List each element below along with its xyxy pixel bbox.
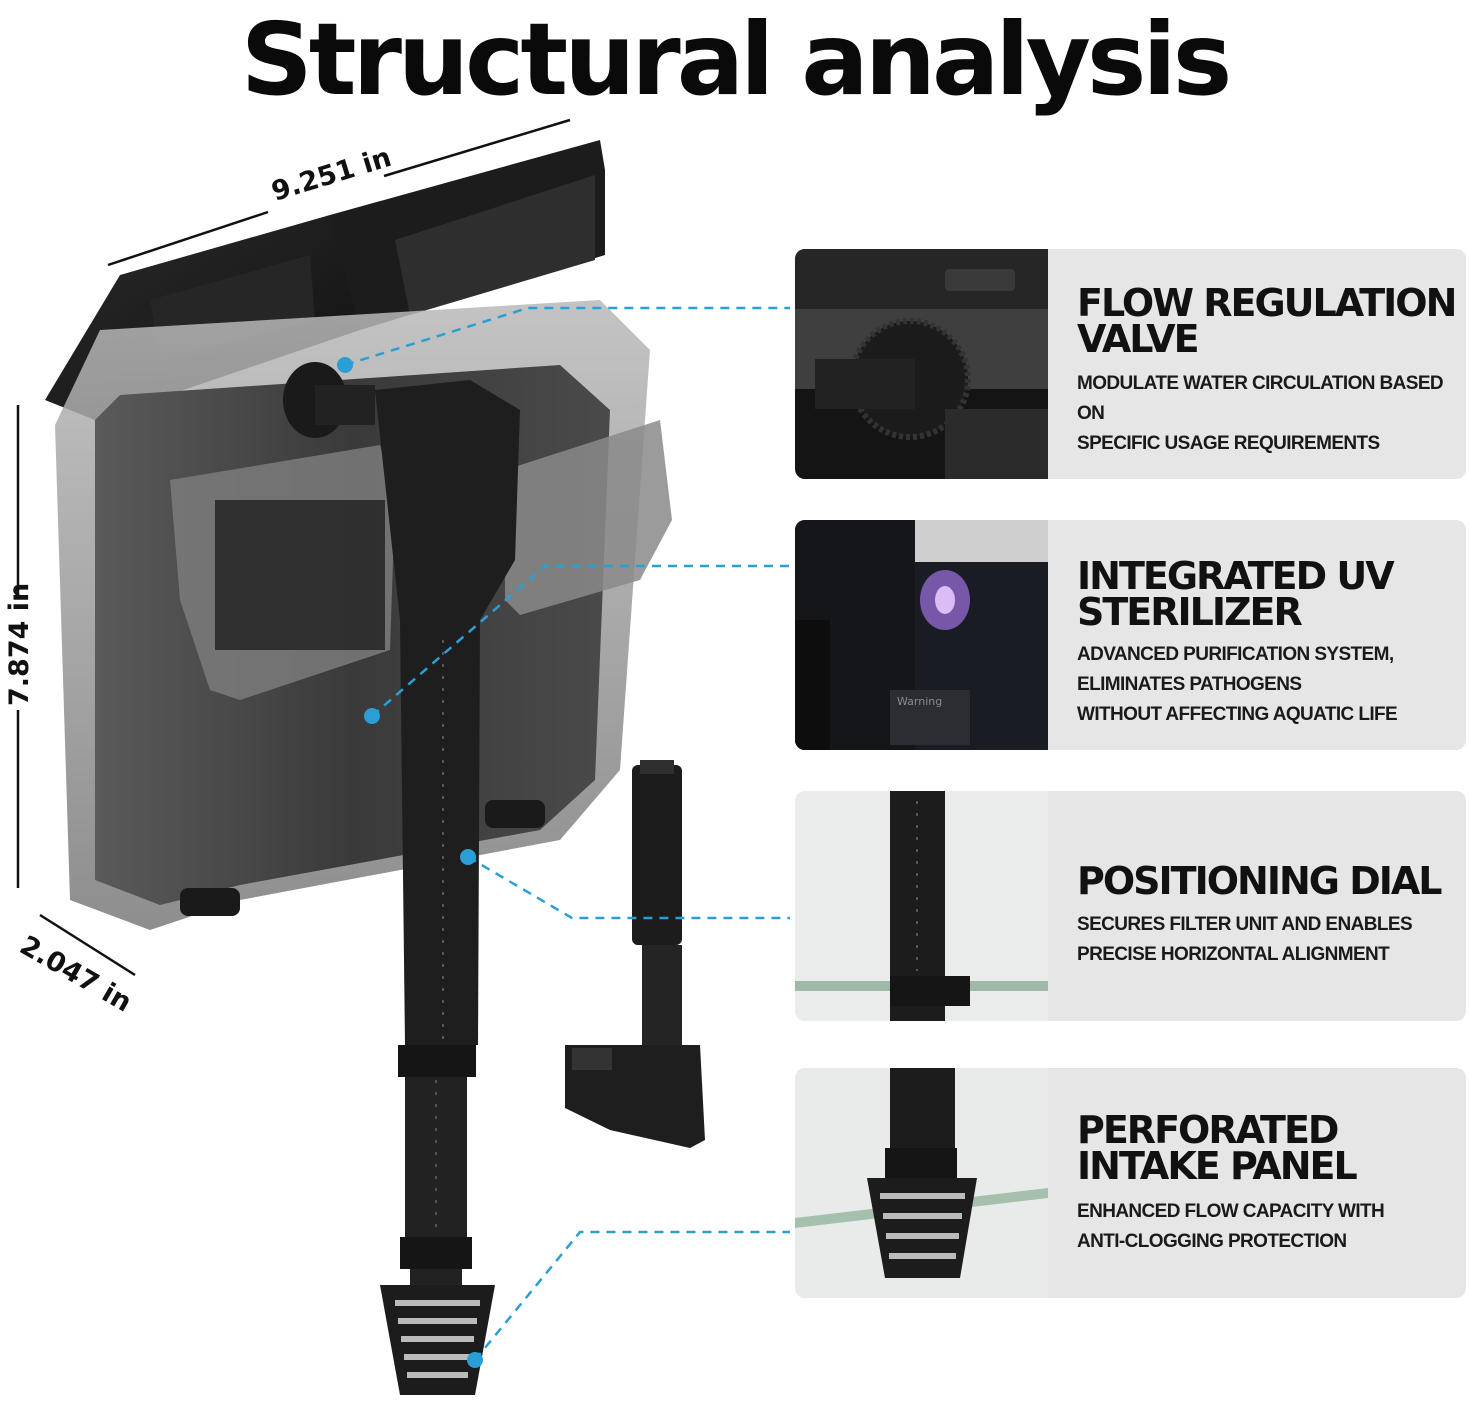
callout-line-positioning: [467, 855, 790, 920]
warning-label: Warning: [897, 695, 942, 708]
feature-title: PERFORATED INTAKE PANEL: [1077, 1108, 1358, 1188]
feature-card-intake-panel: PERFORATED INTAKE PANEL ENHANCED FLOW CA…: [795, 1068, 1466, 1298]
depth-dimension-line: [39, 913, 136, 977]
callout-line-uv: [371, 564, 790, 717]
callout-dot-uv: [364, 708, 380, 724]
intake-tube: [398, 620, 480, 1285]
page-title: Structural analysis: [240, 1, 1232, 118]
flow-valve-photo: [795, 249, 1048, 479]
callout-dots: [337, 357, 483, 1368]
callout-lines: [344, 306, 790, 1361]
filter-product-illustration: [16, 118, 790, 1395]
feature-description: ENHANCED FLOW CAPACITY WITH ANTI-CLOGGIN…: [1077, 1201, 1385, 1252]
outlet-spout: [565, 760, 705, 1148]
width-dimension-line: [107, 118, 571, 267]
intake-strainer: [380, 1285, 495, 1395]
callout-dot-flow-valve: [337, 357, 353, 373]
filter-body: [55, 300, 672, 930]
feature-title: FLOW REGULATION VALVE: [1077, 281, 1457, 361]
feature-description: MODULATE WATER CIRCULATION BASED ON SPEC…: [1077, 373, 1444, 454]
feature-card-flow-valve: FLOW REGULATION VALVE MODULATE WATER CIR…: [795, 249, 1466, 479]
callout-dot-positioning: [460, 849, 476, 865]
feature-title: INTEGRATED UV STERILIZER: [1077, 554, 1395, 634]
uv-sterilizer-photo: Warning: [795, 520, 1048, 750]
callout-dot-intake: [467, 1352, 483, 1368]
callout-line-intake: [474, 1230, 790, 1361]
feature-card-positioning-dial: POSITIONING DIAL SECURES FILTER UNIT AND…: [795, 791, 1466, 1021]
intake-panel-photo: [795, 1068, 1048, 1298]
positioning-dial-photo: [795, 791, 1048, 1021]
height-dimension-label: 7.874 in: [4, 582, 35, 706]
feature-description: SECURES FILTER UNIT AND ENABLES PRECISE …: [1077, 914, 1413, 965]
feature-card-uv-sterilizer: Warning INTEGRATED UV STERILIZER ADVANCE…: [795, 520, 1466, 750]
feature-description: ADVANCED PURIFICATION SYSTEM, ELIMINATES…: [1077, 644, 1398, 725]
feature-title: POSITIONING DIAL: [1077, 859, 1442, 903]
